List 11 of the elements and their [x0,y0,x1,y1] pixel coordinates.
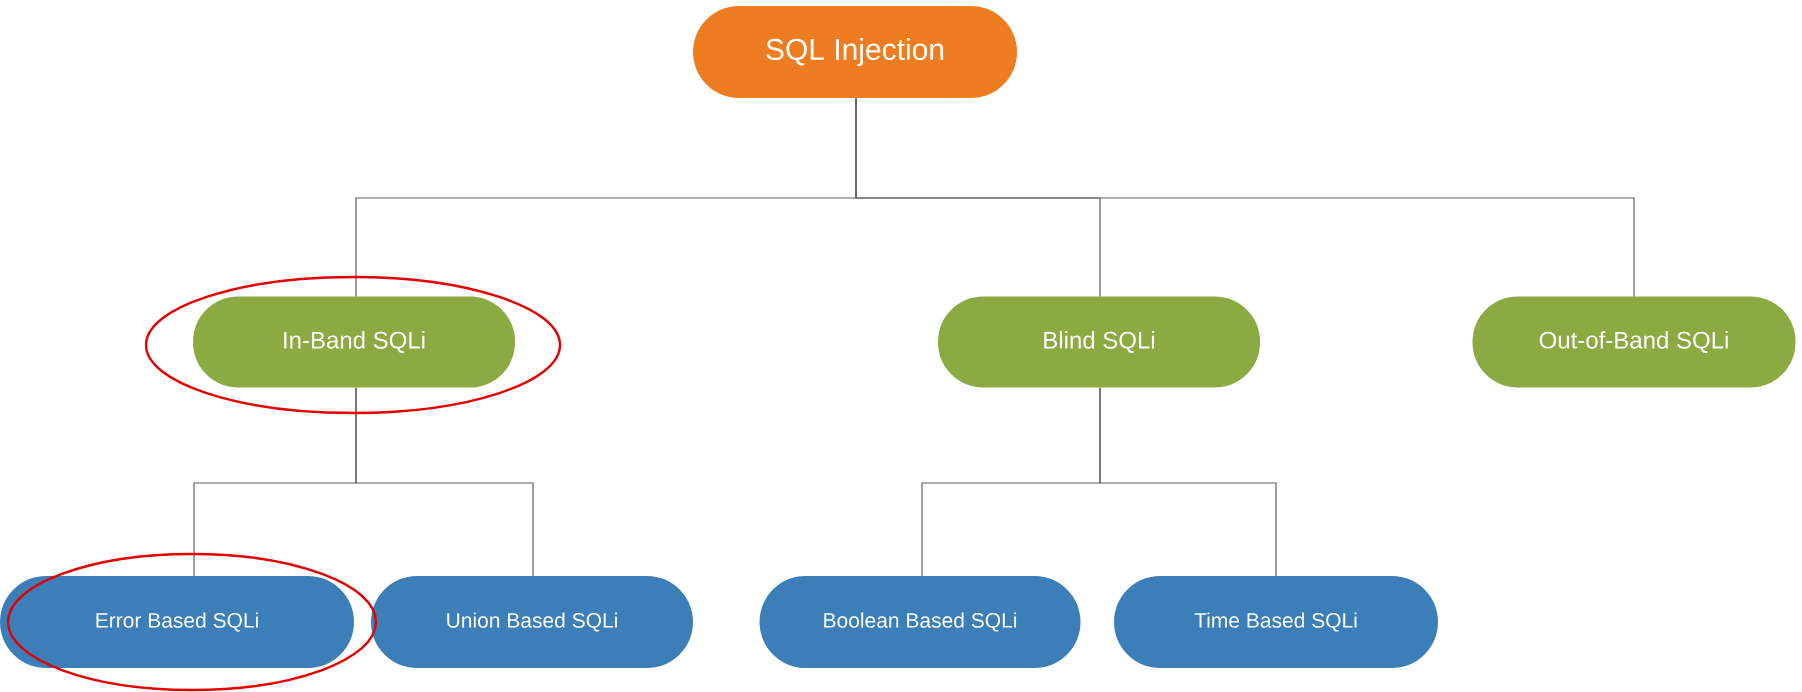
connector-line [855,97,1635,298]
connector-line [355,387,534,577]
category-pill: Blind SQLi [938,296,1260,388]
category-pill: Time Based SQLi [1114,576,1438,668]
category-pill: In-Band SQLi [193,296,515,388]
category-pill: SQL Injection [693,6,1017,98]
category-pill: Union Based SQLi [371,576,693,668]
category-pill: Error Based SQLi [0,576,354,668]
category-pill: Out-of-Band SQLi [1472,296,1796,388]
category-pill: Boolean Based SQLi [759,576,1081,668]
connector-line [1099,387,1277,577]
